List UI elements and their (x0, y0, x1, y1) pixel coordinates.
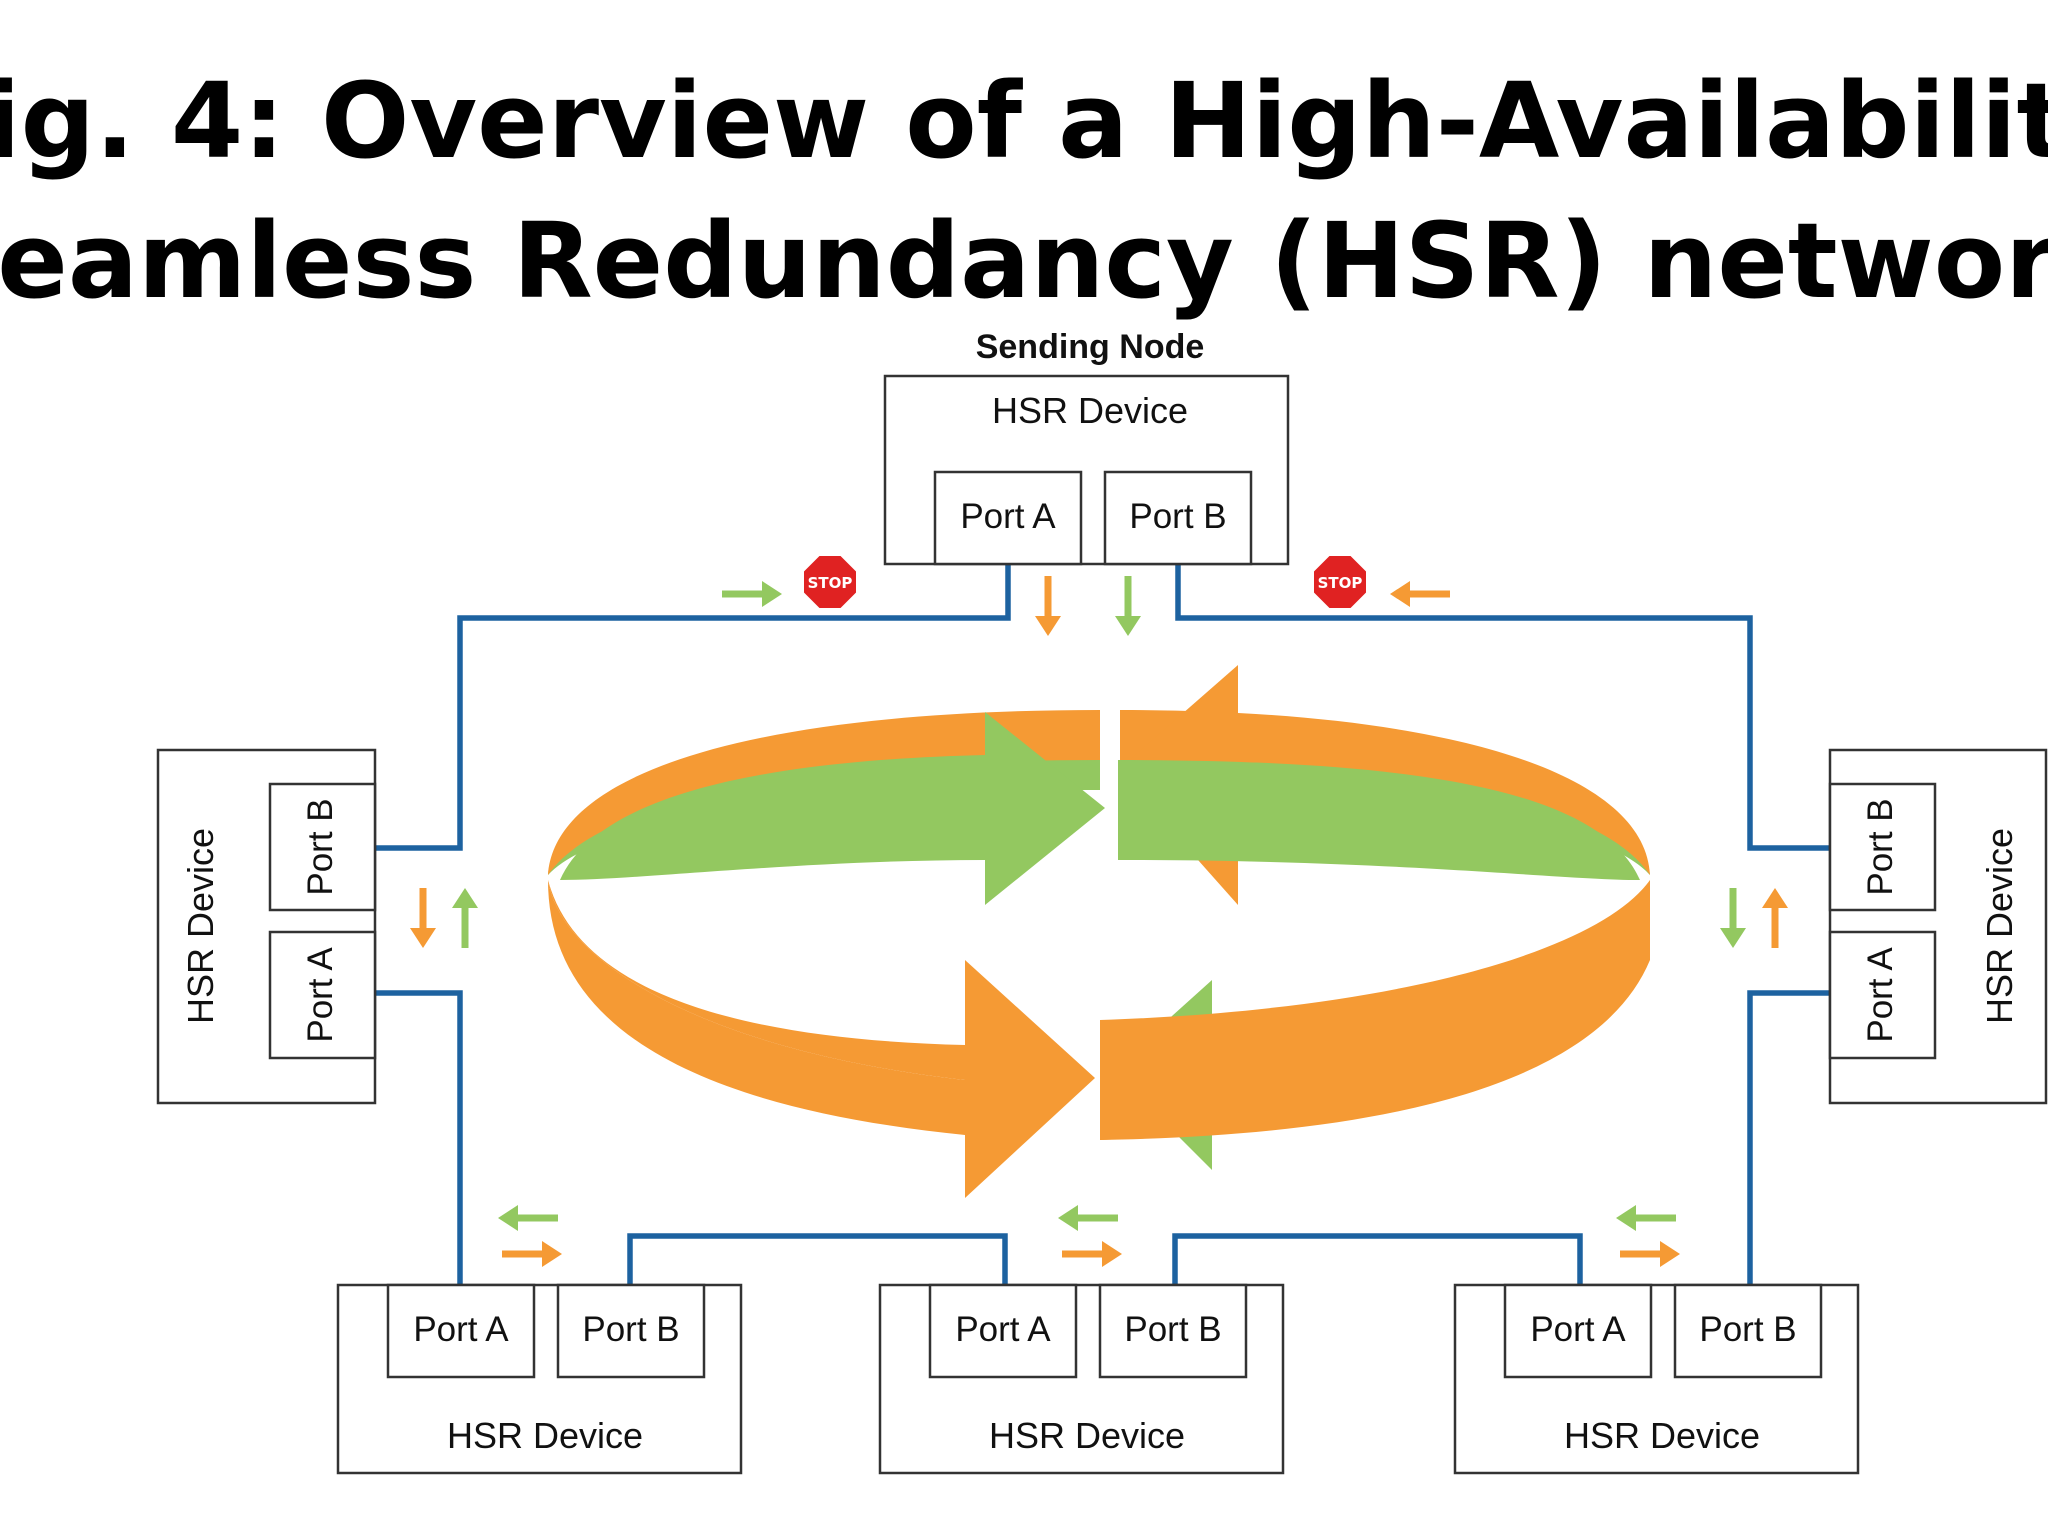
port-b-label-bottom-middle: Port B (1124, 1310, 1221, 1349)
arrow-icon (498, 1205, 558, 1231)
device-label-top: HSR Device (992, 390, 1188, 431)
arrow-icon (1390, 581, 1450, 607)
port-a-bottom-right (1503, 1283, 1653, 1379)
hsr-device-right: HSR Device Port B Port A (1828, 748, 2048, 1105)
device-label-left: HSR Device (180, 828, 221, 1024)
sending-node: Sending Node HSR Device Port A Port B (883, 328, 1290, 566)
hsr-device-bottom-right: Port A Port B HSR Device (1453, 1283, 1860, 1475)
device-label-bottom-middle: HSR Device (989, 1415, 1185, 1456)
title-line-1: Fig. 4: Overview of a High-Availability (0, 60, 2048, 182)
port-b-right (1828, 782, 1937, 912)
stop-sign-icon: STOP (1312, 554, 1368, 610)
port-a-label-bottom-left: Port A (413, 1310, 509, 1349)
arrow-icon (1720, 888, 1746, 948)
network-links (375, 562, 1830, 1285)
arrow-icon (1620, 1241, 1680, 1267)
port-b-bottom-left (556, 1283, 706, 1379)
port-b-label-left: Port B (301, 798, 340, 895)
port-a-label-top: Port A (960, 497, 1056, 536)
device-label-right: HSR Device (1979, 828, 2020, 1024)
arrow-icon (1616, 1205, 1676, 1231)
arrow-icon (1058, 1205, 1118, 1231)
port-a-bottom-left (386, 1283, 536, 1379)
port-b-top (1103, 470, 1253, 566)
port-b-bottom-right (1673, 1283, 1823, 1379)
ring-arrow-icon (548, 665, 1650, 1198)
port-b-label-bottom-right: Port B (1699, 1310, 1796, 1349)
arrow-icon (1762, 888, 1788, 948)
sending-node-label: Sending Node (976, 328, 1205, 366)
arrow-icon (452, 888, 478, 948)
arrow-icon (1062, 1241, 1122, 1267)
stop-sign-icon: STOP (802, 554, 858, 610)
port-b-label-right: Port B (1861, 798, 1900, 895)
hsr-device-bottom-middle: Port A Port B HSR Device (878, 1283, 1285, 1475)
arrow-icon (1035, 576, 1061, 636)
device-label-bottom-right: HSR Device (1564, 1415, 1760, 1456)
hsr-device-left: HSR Device Port B Port A (156, 748, 377, 1105)
port-b-left (268, 782, 377, 912)
hsr-device-bottom-left: Port A Port B HSR Device (336, 1283, 743, 1475)
port-a-left (268, 930, 377, 1060)
device-label-bottom-left: HSR Device (447, 1415, 643, 1456)
port-b-label-bottom-left: Port B (582, 1310, 679, 1349)
arrow-icon (1115, 576, 1141, 636)
port-a-label-bottom-right: Port A (1530, 1310, 1626, 1349)
port-a-bottom-middle (928, 1283, 1078, 1379)
title-line-2: Seamless Redundancy (HSR) network (0, 200, 2048, 322)
port-a-top (933, 470, 1083, 566)
arrow-icon (722, 581, 782, 607)
port-a-label-right: Port A (1861, 947, 1900, 1043)
arrow-icon (410, 888, 436, 948)
port-b-bottom-middle (1098, 1283, 1248, 1379)
stop-sign-text: STOP (808, 574, 853, 592)
stop-sign-text: STOP (1318, 574, 1363, 592)
port-a-label-bottom-middle: Port A (955, 1310, 1051, 1349)
arrow-icon (502, 1241, 562, 1267)
port-a-right (1828, 930, 1937, 1060)
port-b-label-top: Port B (1129, 497, 1226, 536)
port-a-label-left: Port A (301, 947, 340, 1043)
